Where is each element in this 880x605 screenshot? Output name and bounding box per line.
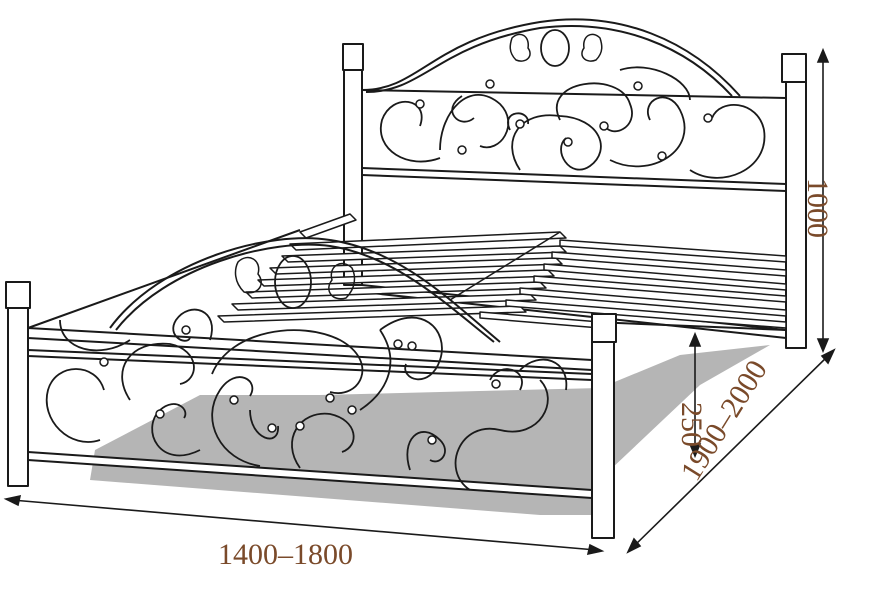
width-dimension-line	[3, 494, 605, 556]
headboard-post-left-cap	[342, 43, 364, 71]
footboard-leaf-ornaments	[234, 256, 356, 300]
footboard-scrollwork	[45, 255, 568, 491]
headboard-leaf-ornaments	[509, 33, 603, 62]
total-height-label: 1000	[801, 178, 834, 238]
headboard-frame	[361, 18, 787, 192]
length-dimension-line	[626, 348, 836, 554]
bed-slats	[217, 213, 787, 329]
footboard-post-left	[7, 307, 29, 487]
footboard-post-right-cap	[591, 313, 617, 343]
footboard-frame	[27, 229, 593, 499]
total-height-dimension-line	[816, 47, 830, 354]
footboard-post-left-cap	[5, 281, 31, 309]
headboard-scroll-knobs	[415, 79, 713, 161]
leg-height-label: 250	[675, 402, 708, 447]
footboard-scroll-knobs	[99, 325, 501, 445]
footboard-post-right	[591, 341, 615, 539]
headboard-post-right-cap	[781, 53, 807, 83]
headboard-scrollwork	[379, 29, 766, 179]
leg-height-dimension-line	[688, 331, 702, 459]
width-label: 1400–1800	[218, 538, 353, 571]
